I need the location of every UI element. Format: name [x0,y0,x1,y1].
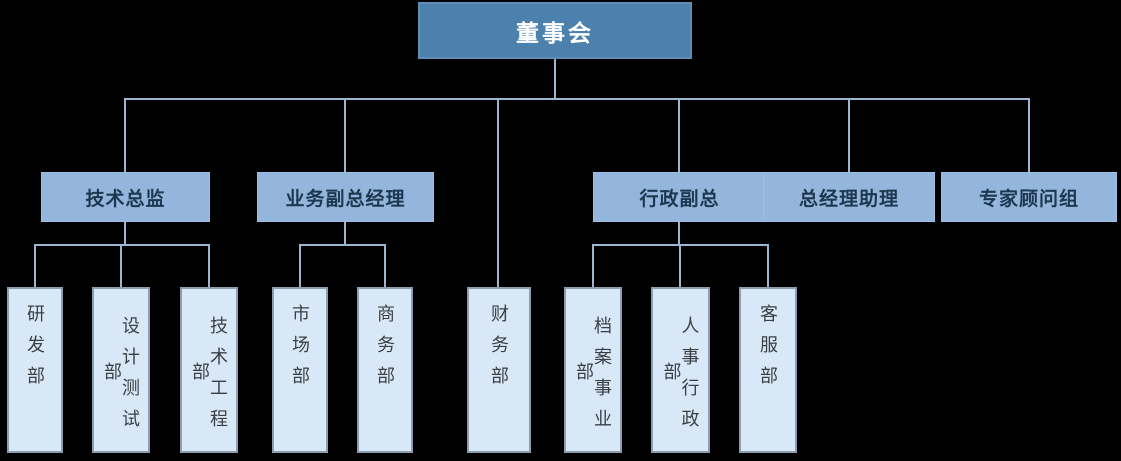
org-node-admin-vice-gm-label: 行政副总 [639,188,720,210]
org-node-commerce-dept-label: 商务部 [375,304,395,397]
org-node-board: 董事会 [418,2,692,59]
org-node-expert-advisors-label: 专家顾问组 [978,188,1079,210]
connector-drop-customer-service-dept [767,244,769,287]
org-node-marketing-dept: 市场部 [272,287,328,453]
org-node-design-test-dept-label: 设计测试部 [102,315,140,440]
org-node-expert-advisors: 专家顾问组 [941,172,1117,222]
org-node-tech-director-label: 技术总监 [85,188,166,210]
connector-drop-design-test-dept [120,244,122,287]
org-node-finance-dept: 财务部 [467,287,531,453]
connector-drop-marketing-dept [299,244,301,287]
org-node-commerce-dept: 商务部 [357,287,413,453]
connector-drop-gm-assistant [848,98,850,172]
org-node-customer-service-dept-label: 客服部 [758,304,778,397]
connector-feed-admin-group [678,222,680,246]
connector-drop-business-vice-gm [344,98,346,172]
org-node-gm-assistant: 总经理助理 [763,172,935,222]
org-node-customer-service-dept: 客服部 [739,287,797,453]
org-node-hr-admin-dept: 人事行政部 [651,287,710,453]
org-node-tech-director: 技术总监 [41,172,210,222]
connector-drop-archives-dept [592,244,594,287]
org-node-tech-engineering-dept-label: 技术工程部 [190,315,228,440]
connector-drop-rd-dept [34,244,36,287]
org-node-archives-dept: 档案事业部 [564,287,622,453]
connector-drop-tech-engineering-dept [208,244,210,287]
org-node-board-label: 董事会 [516,19,594,46]
connector-drop-commerce-dept [384,244,386,287]
connector-drop-hr-admin-dept [679,244,681,287]
connector-bus-tech-group [34,244,210,246]
org-node-business-vice-gm-label: 业务副总经理 [285,188,406,210]
connector-root-feed [554,59,556,99]
org-node-rd-dept: 研发部 [7,287,63,453]
org-node-gm-assistant-label: 总经理助理 [798,188,899,210]
connector-feed-business-group [344,222,346,246]
org-node-marketing-dept-label: 市场部 [290,304,310,397]
connector-main-bus [124,98,1030,100]
connector-drop-finance-dept [497,98,499,287]
org-node-hr-admin-dept-label: 人事行政部 [661,315,700,440]
org-node-tech-engineering-dept: 技术工程部 [180,287,238,453]
org-node-archives-dept-label: 档案事业部 [574,315,612,440]
connector-drop-admin-vice-gm [678,98,680,172]
org-node-business-vice-gm: 业务副总经理 [257,172,434,222]
org-node-finance-dept-label: 财务部 [489,304,509,397]
org-node-rd-dept-label: 研发部 [25,304,45,397]
connector-drop-tech-director [124,98,126,172]
connector-drop-expert-advisors [1028,98,1030,172]
connector-bus-business-group [299,244,386,246]
org-node-admin-vice-gm: 行政副总 [593,172,766,222]
connector-feed-tech-group [124,222,126,246]
org-node-design-test-dept: 设计测试部 [92,287,150,453]
